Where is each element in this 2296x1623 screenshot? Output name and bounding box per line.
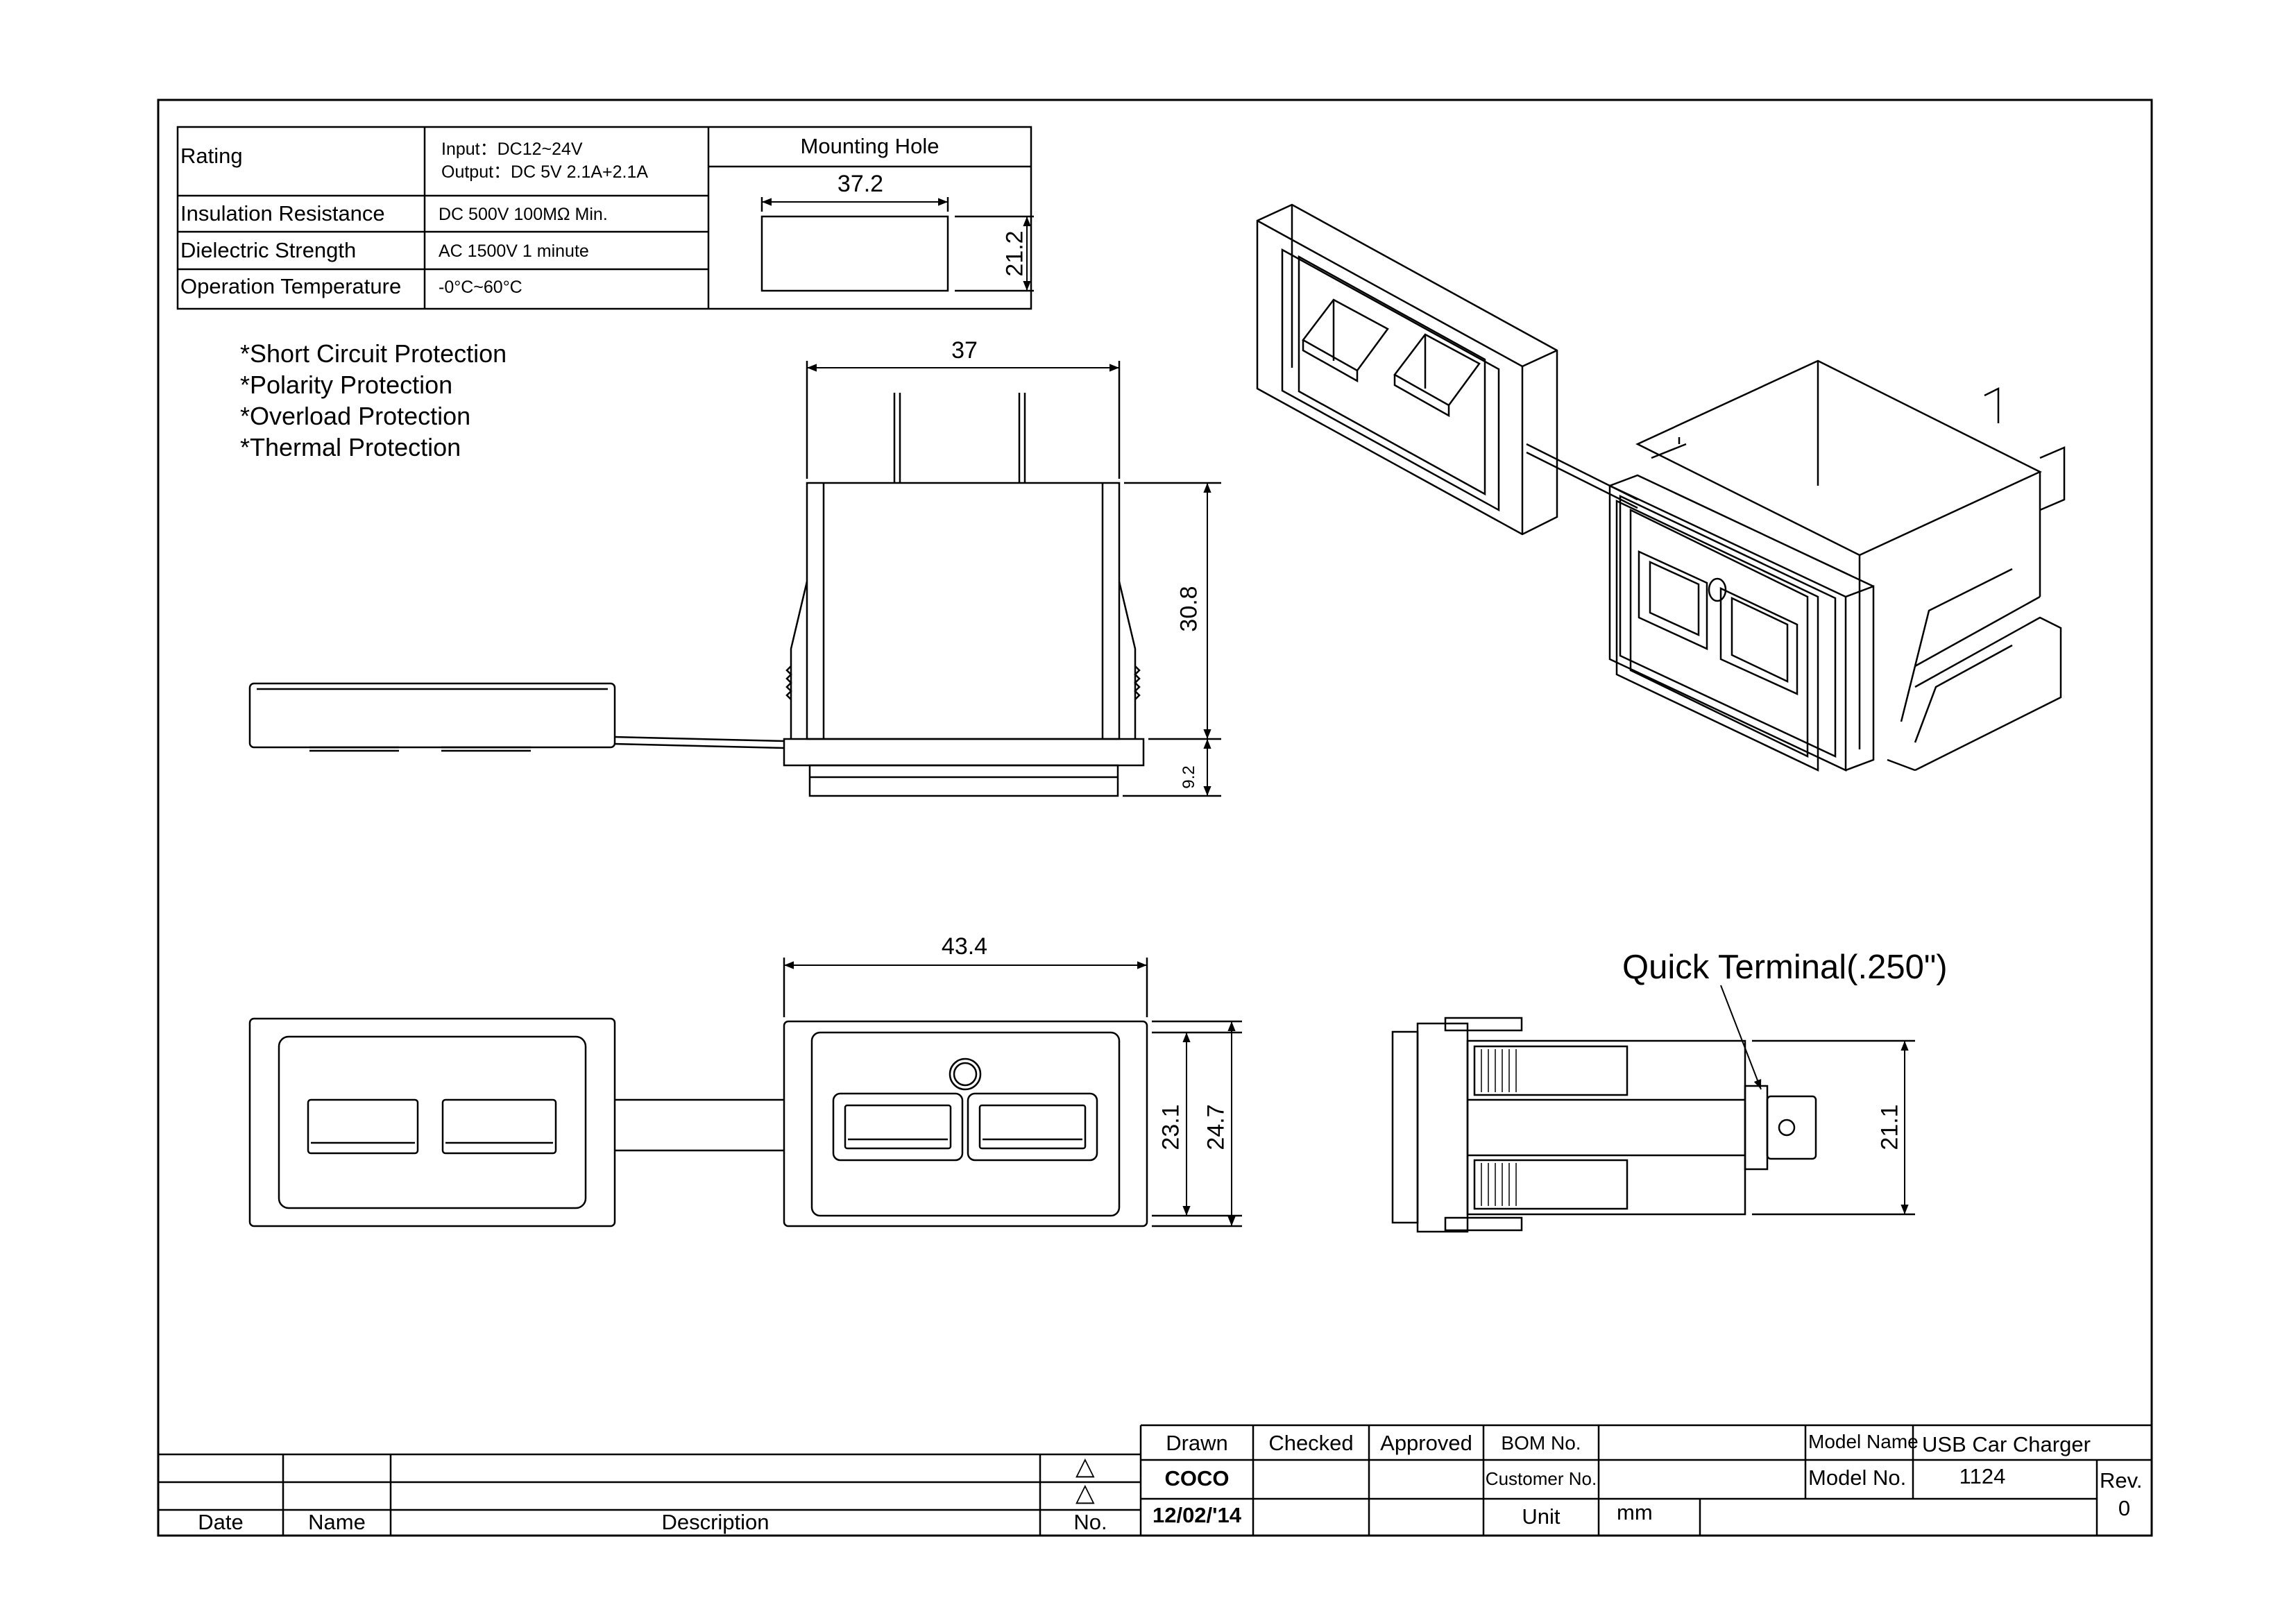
feature-polarity: *Polarity Protection xyxy=(240,371,453,399)
revision-triangle-2: △ xyxy=(1075,1478,1095,1506)
side-height-dim: 30.8 xyxy=(1175,586,1202,632)
feature-short-circuit: *Short Circuit Protection xyxy=(240,339,507,368)
side-width-dim: 37 xyxy=(951,337,978,364)
customer-label: Customer No. xyxy=(1485,1468,1597,1489)
front-inner-height-dim: 23.1 xyxy=(1157,1104,1184,1150)
mounting-hole-title: Mounting Hole xyxy=(800,134,939,158)
spec-table-grid xyxy=(176,126,1032,310)
title-block-grid xyxy=(158,1424,2152,1536)
mounting-hole-width: 37.2 xyxy=(837,171,884,197)
mounting-hole-height: 21.2 xyxy=(1001,230,1028,277)
date-label: Date xyxy=(198,1510,244,1534)
rev-label: Rev. xyxy=(2100,1468,2143,1493)
checked-label: Checked xyxy=(1268,1431,1354,1455)
side-flange-dim: 9.2 xyxy=(1180,765,1198,789)
rating-output: Output：DC 5V 2.1A+2.1A xyxy=(441,162,649,182)
front-view-drawing xyxy=(248,958,1242,1227)
terminal-height-dim: 21.1 xyxy=(1876,1104,1903,1150)
temp-label: Operation Temperature xyxy=(180,274,402,298)
isometric-view-drawing xyxy=(1256,203,2066,772)
insulation-value: DC 500V 100MΩ Min. xyxy=(439,205,608,224)
name-label: Name xyxy=(308,1510,366,1534)
bom-label: BOM No. xyxy=(1501,1432,1581,1454)
no-label: No. xyxy=(1073,1510,1107,1534)
drawn-by: COCO xyxy=(1164,1466,1230,1490)
dielectric-label: Dielectric Strength xyxy=(180,238,357,262)
quick-terminal-callout: Quick Terminal(.250") xyxy=(1622,949,1948,986)
model-no-value: 1124 xyxy=(1959,1464,2006,1488)
rev-value: 0 xyxy=(2118,1496,2131,1520)
description-label: Description xyxy=(661,1510,769,1534)
dielectric-value: AC 1500V 1 minute xyxy=(439,241,589,261)
approved-label: Approved xyxy=(1380,1431,1472,1455)
unit-label: Unit xyxy=(1522,1504,1561,1529)
temp-value: -0°C~60°C xyxy=(439,278,522,297)
rating-input: Input：DC12~24V xyxy=(441,139,583,159)
revision-triangle-1: △ xyxy=(1075,1452,1095,1480)
feature-thermal: *Thermal Protection xyxy=(240,433,461,461)
sheet-border xyxy=(157,99,2153,1537)
model-no-label: Model No. xyxy=(1808,1465,1907,1490)
drawing-date: 12/02/'14 xyxy=(1152,1503,1242,1527)
side-view-drawing xyxy=(248,361,1221,797)
mounting-hole-drawing xyxy=(760,197,1034,292)
model-name-value: USB Car Charger xyxy=(1922,1432,2091,1456)
insulation-label: Insulation Resistance xyxy=(180,201,385,226)
drawn-label: Drawn xyxy=(1166,1431,1228,1455)
feature-overload: *Overload Protection xyxy=(240,402,471,430)
model-name-label: Model Name xyxy=(1808,1431,1919,1452)
front-outer-height-dim: 24.7 xyxy=(1202,1104,1230,1150)
front-width-dim: 43.4 xyxy=(941,933,988,960)
terminal-side-view-drawing xyxy=(1391,985,1915,1233)
unit-value: mm xyxy=(1617,1500,1653,1524)
rating-label: Rating xyxy=(180,144,243,168)
